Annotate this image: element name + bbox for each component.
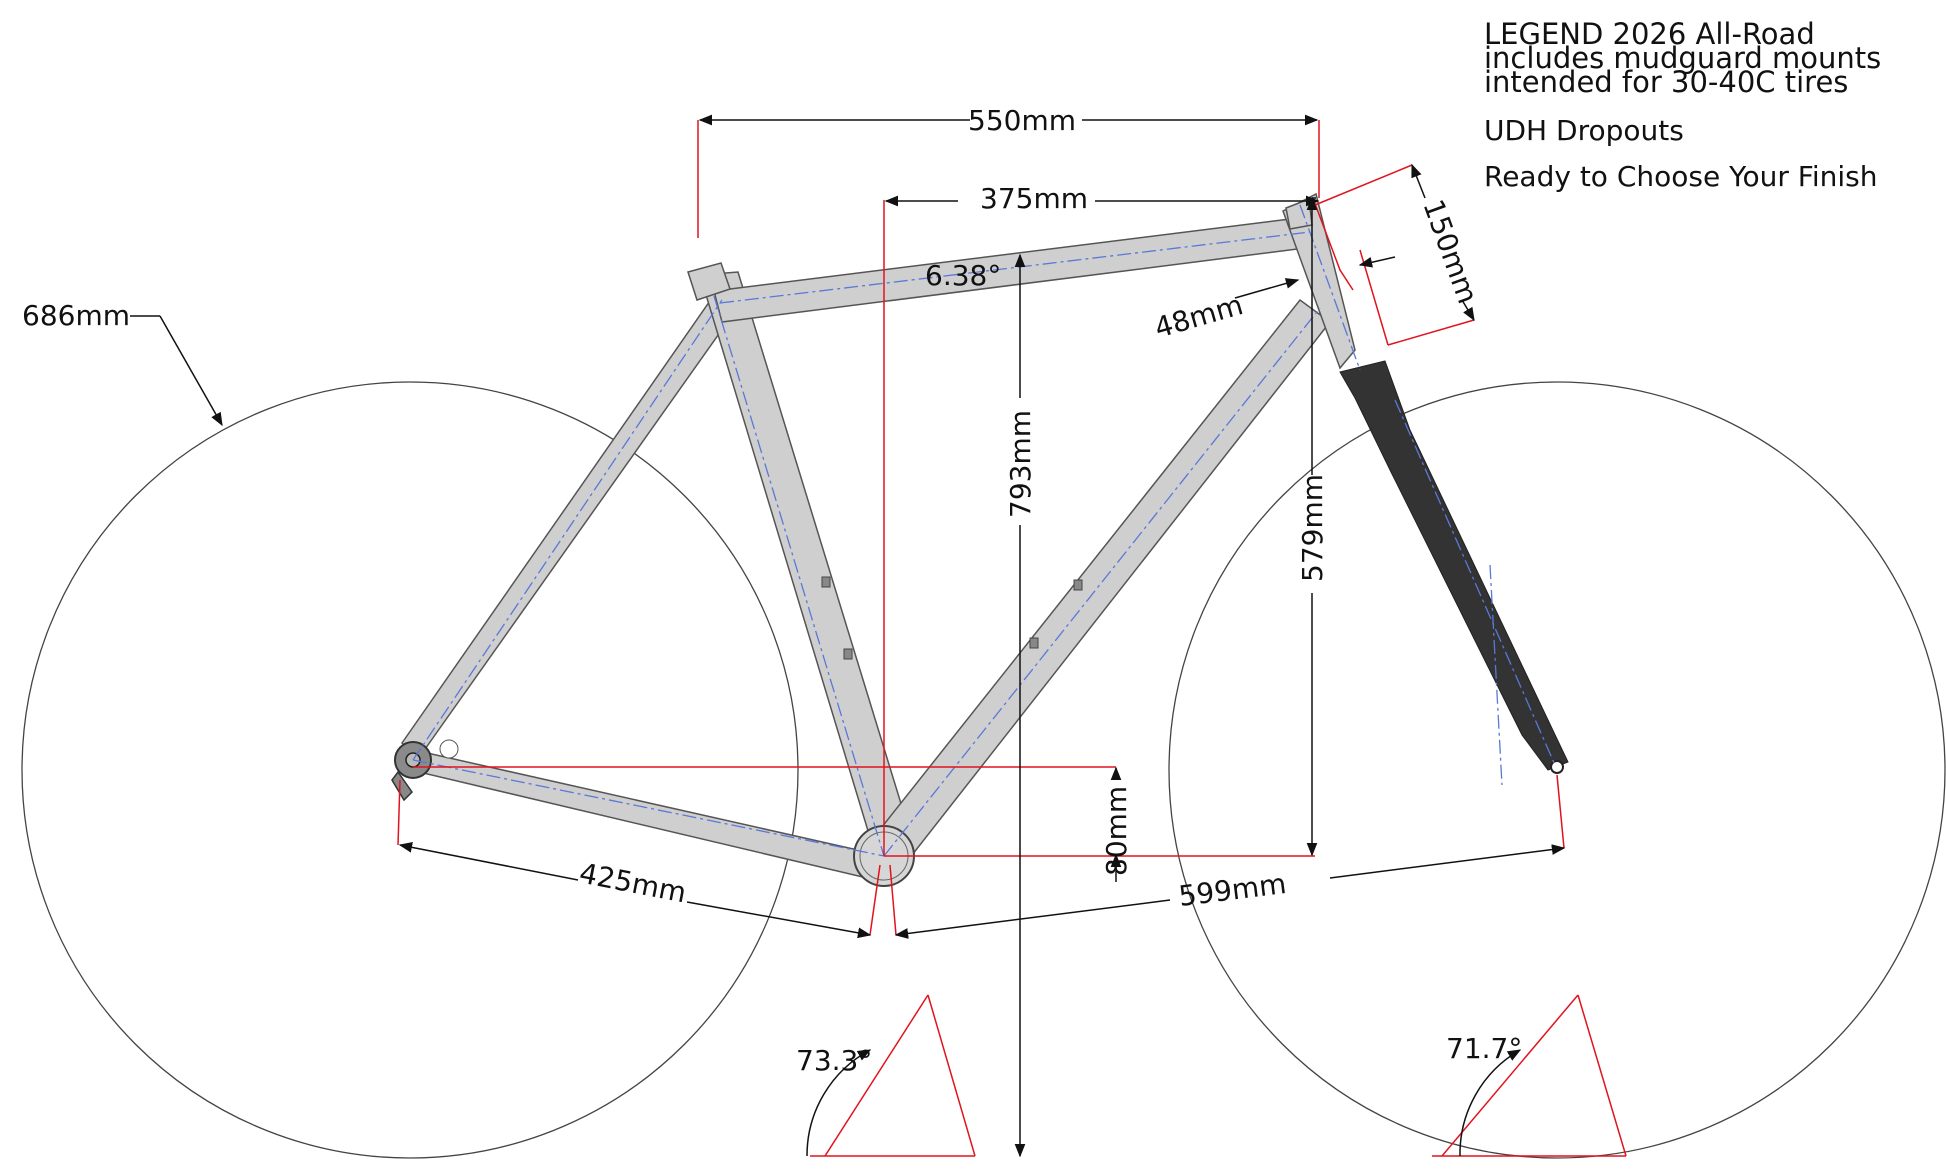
label-seat-angle: 73.3° xyxy=(796,1044,872,1077)
mount xyxy=(821,576,831,588)
fork xyxy=(1339,360,1569,771)
down-tube xyxy=(868,298,1332,865)
rear-wheel xyxy=(21,381,799,1159)
head-cap xyxy=(1285,197,1313,230)
label-bb-drop: 80mm xyxy=(1100,786,1133,876)
label-wheel-diameter: 686mm xyxy=(22,299,130,332)
label-head-tube-diameter: 48mm xyxy=(1151,288,1247,345)
legend-line-tires: intended for 30-40C tires xyxy=(1484,65,1849,99)
dimension-lines xyxy=(130,114,1566,1158)
mount xyxy=(1073,579,1083,591)
dim-599 xyxy=(1329,844,1566,879)
dim-686-leader xyxy=(159,315,223,427)
arc-head-angle xyxy=(1459,1049,1522,1157)
front-wheel xyxy=(1168,381,1946,1159)
chain-stay xyxy=(403,746,890,885)
label-top-tube-angle: 6.38° xyxy=(925,259,1001,292)
dim-150 xyxy=(1461,299,1475,322)
label-head-angle: 71.7° xyxy=(1446,1032,1522,1065)
label-reach-overall: 550mm xyxy=(968,104,1076,137)
legend-feature-finish: Ready to Choose Your Finish xyxy=(1484,160,1878,193)
seat-collar xyxy=(687,262,731,301)
label-chainstay: 425mm xyxy=(577,856,689,909)
label-front-center: 599mm xyxy=(1177,867,1288,913)
head-tube xyxy=(1282,192,1356,370)
construction-lines xyxy=(397,120,1627,1157)
label-head-tube-length: 150mm xyxy=(1416,195,1484,308)
derailleur-hanger xyxy=(391,770,413,802)
mount xyxy=(843,648,853,660)
legend-line-mudguard: includes mudguard mounts xyxy=(1484,41,1882,75)
label-stack: 579mm xyxy=(1296,474,1329,582)
dim-48 xyxy=(1234,278,1300,299)
dim-48 xyxy=(1358,256,1396,268)
dim-599 xyxy=(894,899,1171,939)
label-standover: 793mm xyxy=(1004,410,1037,518)
legend-title: LEGEND 2026 All-Road xyxy=(1484,17,1815,51)
dim-425 xyxy=(398,842,579,881)
label-reach: 375mm xyxy=(980,182,1088,215)
arc-seat-angle xyxy=(806,1049,872,1157)
center-lines xyxy=(412,204,1556,857)
dropout-mount xyxy=(439,739,459,759)
mount xyxy=(1029,637,1039,649)
mounts xyxy=(821,576,1083,660)
seat-stay xyxy=(401,296,735,761)
front-axle xyxy=(1550,760,1564,774)
legend: LEGEND 2026 All-Road includes mudguard m… xyxy=(1484,17,1882,193)
dim-150 xyxy=(1411,163,1426,199)
legend-feature-udh: UDH Dropouts xyxy=(1484,114,1684,147)
dim-425 xyxy=(686,901,872,939)
